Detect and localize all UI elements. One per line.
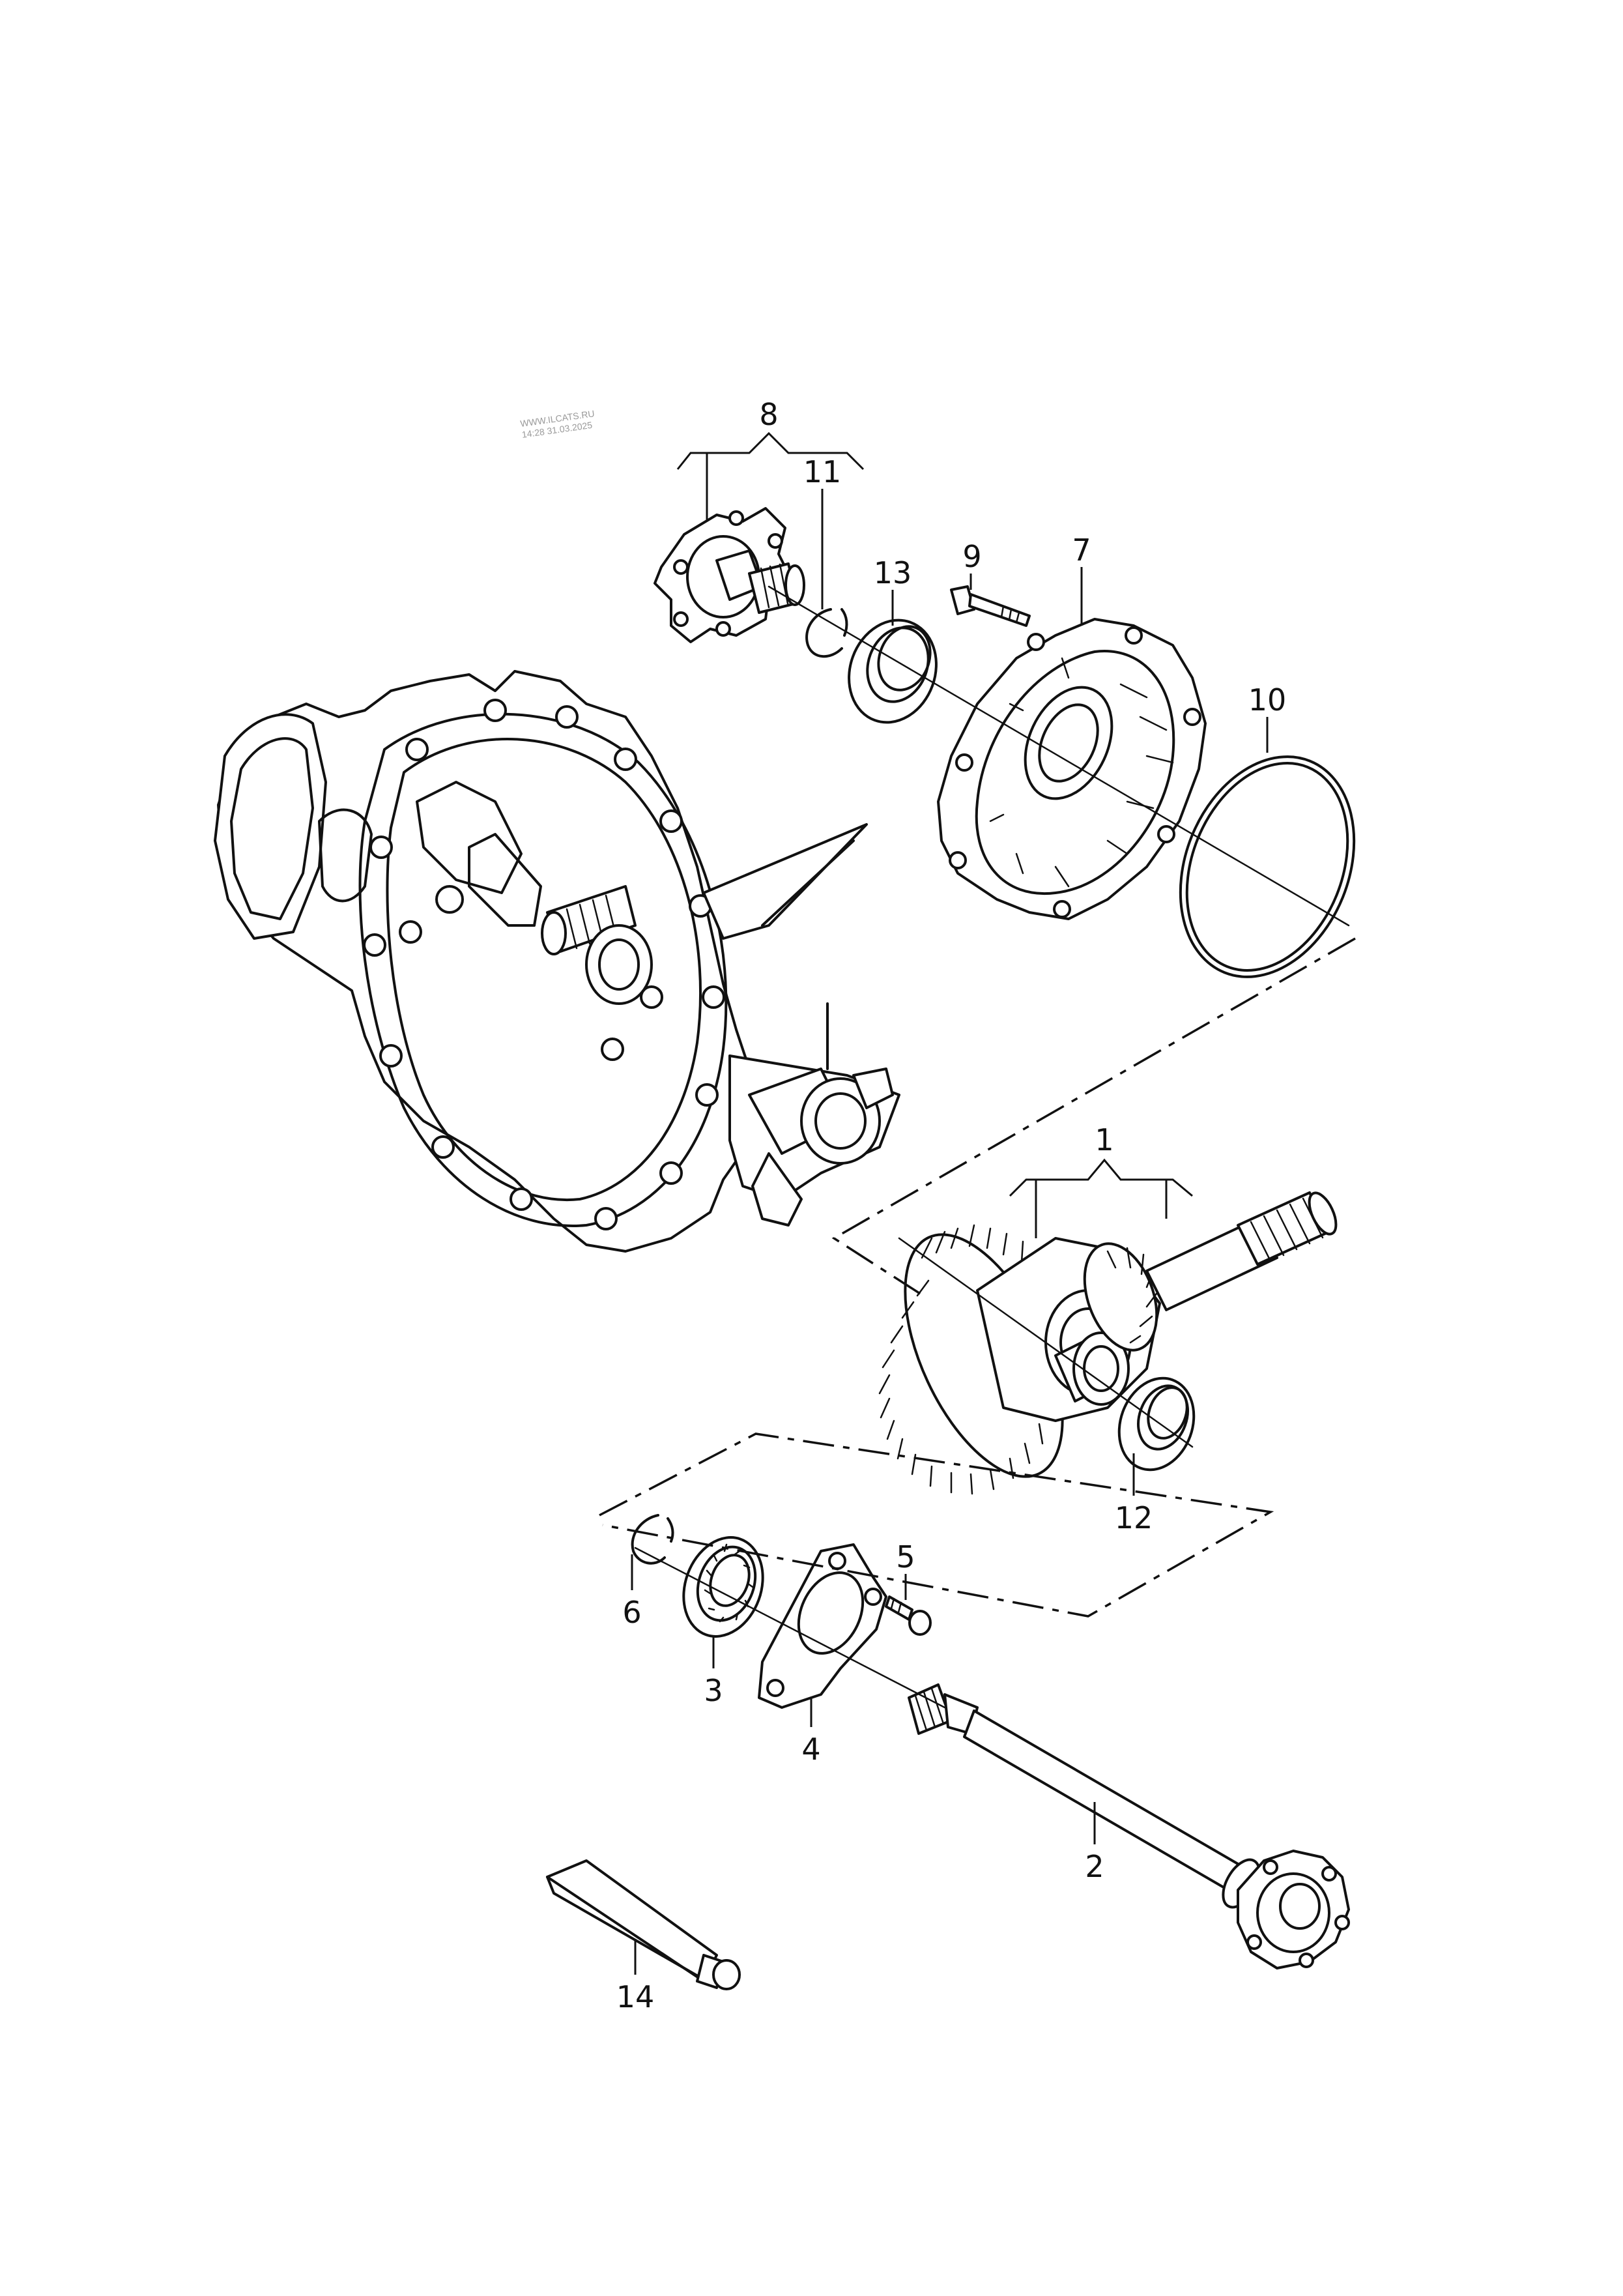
axis-line-upper (768, 585, 1350, 927)
callout-numbers: 8 11 13 9 7 10 1 12 5 6 3 4 2 14 (616, 397, 1287, 2014)
part-7-cover[interactable] (937, 618, 1207, 920)
callout-12[interactable]: 12 (1115, 1500, 1153, 1535)
part-1-differential[interactable] (872, 1189, 1341, 1500)
axis-line-middle (898, 1237, 1194, 1448)
callout-4[interactable]: 4 (801, 1732, 820, 1767)
callout-2[interactable]: 2 (1085, 1849, 1104, 1884)
part-14-grease-tube[interactable] (546, 1859, 741, 1990)
part-10-o-ring[interactable] (1149, 731, 1386, 1003)
callout-leaders (631, 431, 1269, 1975)
callout-5[interactable]: 5 (896, 1539, 915, 1575)
group-box-lower (599, 1432, 1274, 1618)
part-6-circlip[interactable] (631, 1514, 674, 1565)
callout-11[interactable]: 11 (803, 454, 842, 489)
part-4-bracket[interactable] (758, 1543, 887, 1709)
callout-3[interactable]: 3 (704, 1673, 723, 1708)
part-9-bolt[interactable] (950, 585, 1031, 627)
callout-14[interactable]: 14 (616, 1979, 655, 2014)
part-3-bearing[interactable] (670, 1526, 776, 1648)
callout-6[interactable]: 6 (622, 1595, 641, 1630)
callout-9[interactable]: 9 (962, 539, 981, 574)
watermark: WWW.ILCATS.RU 14:28 31.03.2025 (519, 408, 595, 440)
gearbox-housing[interactable] (214, 670, 900, 1253)
axis-line-lower (634, 1547, 946, 1709)
part-12-seal[interactable] (1107, 1368, 1207, 1481)
part-2-drive-shaft[interactable] (908, 1683, 1350, 1969)
part-11-circlip[interactable] (805, 608, 848, 658)
group-box-upper (831, 937, 1356, 1298)
part-5-bolt[interactable] (885, 1595, 932, 1636)
part-8-flange-shaft[interactable] (654, 507, 805, 643)
callout-1[interactable]: 1 (1095, 1122, 1113, 1157)
callout-8[interactable]: 8 (759, 397, 778, 432)
part-13-seal[interactable] (835, 608, 951, 735)
callout-13[interactable]: 13 (874, 555, 912, 590)
callout-7[interactable]: 7 (1072, 532, 1091, 568)
callout-10[interactable]: 10 (1248, 682, 1287, 718)
